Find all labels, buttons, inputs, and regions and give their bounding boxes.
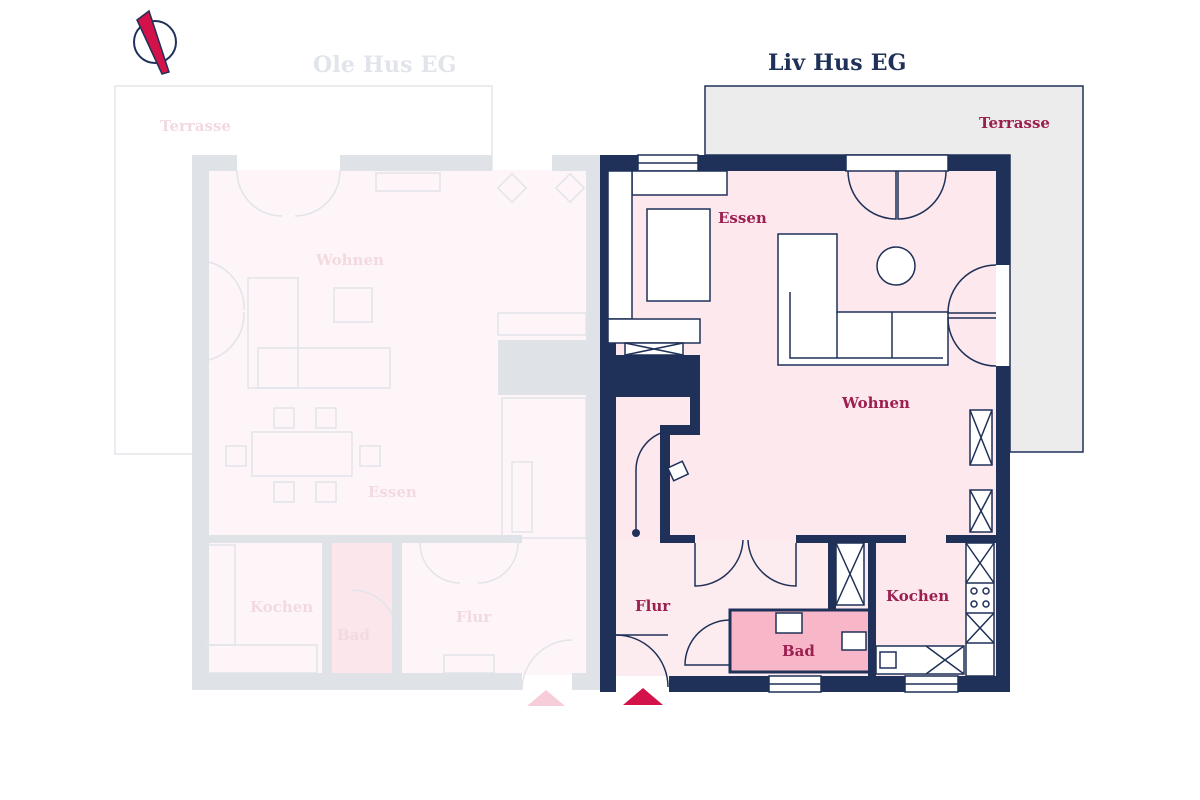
round-table <box>876 246 916 286</box>
entrance-triangle-icon <box>623 688 663 705</box>
north-arrow-icon <box>133 9 177 75</box>
ghost-entrance-icon <box>527 690 565 706</box>
ghost-room-wohnen: Wohnen <box>315 251 384 269</box>
ghost-room-flur: Flur <box>456 608 492 626</box>
ghost-walls <box>192 155 602 690</box>
main-room-bad: Bad <box>782 642 815 660</box>
sideboard <box>631 170 728 196</box>
dining-table <box>646 208 711 302</box>
ghost-plan-title: Ole Hus EG <box>313 52 457 78</box>
main-plan: Terrasse Essen Wohnen Flur Kochen Bad <box>600 85 1084 705</box>
main-walls <box>600 155 1010 692</box>
main-room-kochen: Kochen <box>886 587 949 605</box>
main-room-flur: Flur <box>635 597 671 615</box>
ghost-room-bad: Bad <box>337 626 370 644</box>
counter <box>607 318 701 344</box>
ghost-bad-fill <box>332 543 392 675</box>
ghost-room-terrasse: Terrasse <box>160 117 231 135</box>
ghost-room-kochen: Kochen <box>250 598 313 616</box>
ghost-furniture <box>206 170 587 691</box>
ghost-room-essen: Essen <box>368 483 417 501</box>
main-room-essen: Essen <box>718 209 767 227</box>
main-room-terrasse: Terrasse <box>979 114 1050 132</box>
main-windows <box>637 154 959 693</box>
main-room-wohnen: Wohnen <box>841 394 910 412</box>
ghost-plan: Terrasse Wohnen Essen Kochen Bad Flur <box>114 85 602 706</box>
main-furniture <box>607 170 995 677</box>
wall-cabinet <box>607 170 633 320</box>
main-doors <box>615 170 997 688</box>
main-plan-title: Liv Hus EG <box>768 50 907 76</box>
